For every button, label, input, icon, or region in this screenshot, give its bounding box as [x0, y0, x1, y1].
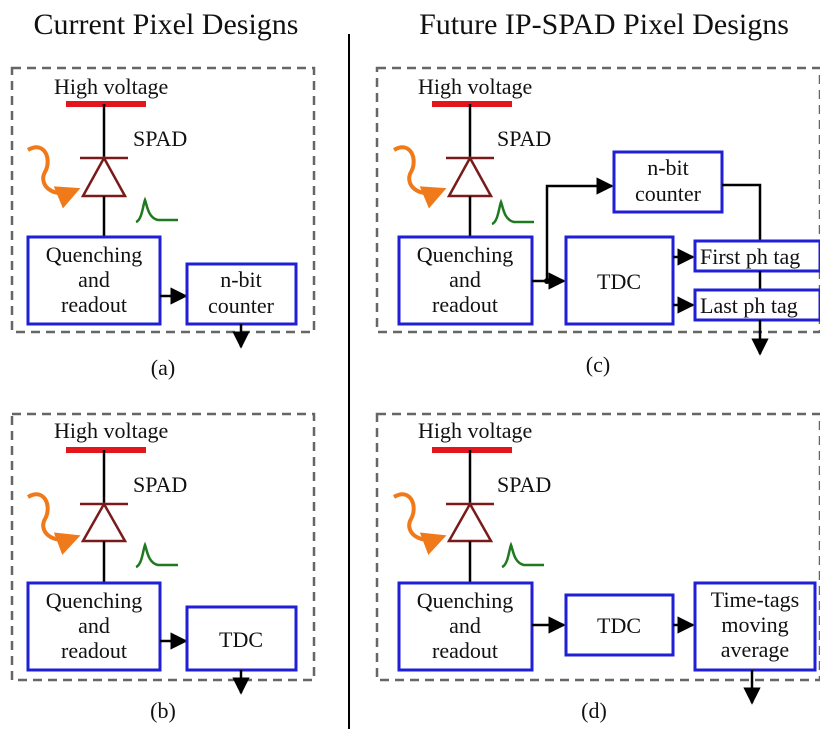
quenching-label-line2: and — [78, 267, 110, 292]
branch-arrow — [545, 177, 614, 281]
caption-d: (d) — [581, 698, 607, 723]
spad-diode-icon — [446, 501, 494, 543]
pixel-boundary-dashed — [10, 66, 316, 334]
quenching-label-line1: Quenching — [417, 588, 514, 613]
spad-diode-icon — [80, 501, 128, 543]
counter-label-line2: counter — [208, 293, 275, 318]
quenching-readout-block — [26, 235, 162, 326]
moving-average-label-line2: moving — [721, 612, 788, 637]
quenching-readout-block — [397, 235, 534, 326]
quenching-label-line3: readout — [432, 638, 498, 663]
tdc-block — [564, 235, 675, 326]
caption-b: (b) — [150, 698, 176, 723]
moving-average-label-line3: average — [721, 637, 789, 662]
pixel-boundary-dashed — [375, 66, 820, 334]
photon-wave-arrow-icon — [26, 145, 81, 209]
spad-label: SPAD — [497, 126, 551, 151]
spad-label: SPAD — [133, 126, 187, 151]
photon-wave-arrow-icon — [392, 145, 447, 209]
last-photon-tag-label: Last ph tag — [700, 293, 798, 318]
quenching-label-line2: and — [449, 613, 481, 638]
caption-c: (c) — [586, 352, 610, 377]
pixel-boundary-dashed — [10, 412, 316, 682]
quenching-label-line1: Quenching — [46, 242, 143, 267]
spad-diode-icon — [80, 155, 128, 198]
spad-diode-icon — [446, 155, 494, 198]
spad-label: SPAD — [133, 472, 187, 497]
quenching-label-line3: readout — [61, 292, 127, 317]
tdc-label: TDC — [597, 269, 641, 294]
high-voltage-label: High voltage — [54, 74, 168, 99]
quenching-label-line2: and — [78, 613, 110, 638]
first-photon-tag-block — [693, 239, 820, 273]
quenching-label-line1: Quenching — [46, 588, 143, 613]
first-photon-tag-label: First ph tag — [700, 244, 800, 269]
avalanche-pulse-icon — [501, 541, 544, 569]
panel-b: High voltage SPAD Quenching and readout … — [10, 412, 316, 723]
avalanche-pulse-icon — [491, 198, 534, 226]
high-voltage-label: High voltage — [54, 418, 168, 443]
avalanche-pulse-icon — [135, 196, 178, 224]
header-current-designs: Current Pixel Designs — [34, 8, 299, 41]
n-bit-counter-block — [185, 262, 298, 326]
photon-wave-arrow-icon — [392, 492, 447, 555]
high-voltage-label: High voltage — [418, 74, 532, 99]
counter-label-line1: n-bit — [647, 155, 689, 180]
pixel-boundary-dashed — [375, 412, 820, 682]
counter-label-line2: counter — [635, 181, 702, 206]
panel-d: High voltage SPAD Quenching and readout … — [375, 412, 820, 723]
counter-label-line1: n-bit — [220, 267, 262, 292]
caption-a: (a) — [151, 355, 175, 380]
quenching-readout-block — [397, 581, 534, 672]
header-future-designs: Future IP-SPAD Pixel Designs — [419, 8, 789, 41]
high-voltage-label: High voltage — [418, 418, 532, 443]
spad-label: SPAD — [497, 472, 551, 497]
moving-average-block — [693, 581, 817, 672]
panel-c: High voltage SPAD Quenching and readout … — [375, 66, 820, 377]
quenching-label-line3: readout — [432, 292, 498, 317]
panel-a: High voltage SPAD Quenching and readout … — [10, 66, 316, 380]
quenching-readout-block — [26, 581, 162, 672]
tdc-block — [564, 593, 675, 657]
avalanche-pulse-icon — [135, 541, 178, 569]
photon-wave-arrow-icon — [26, 492, 81, 555]
quenching-label-line1: Quenching — [417, 242, 514, 267]
tdc-label: TDC — [597, 613, 641, 638]
counter-output-wire — [722, 183, 762, 240]
moving-average-label-line1: Time-tags — [711, 587, 799, 612]
tdc-label: TDC — [219, 627, 263, 652]
quenching-label-line2: and — [449, 267, 481, 292]
n-bit-counter-block — [612, 150, 724, 214]
last-photon-tag-block — [693, 288, 820, 322]
quenching-label-line3: readout — [61, 638, 127, 663]
